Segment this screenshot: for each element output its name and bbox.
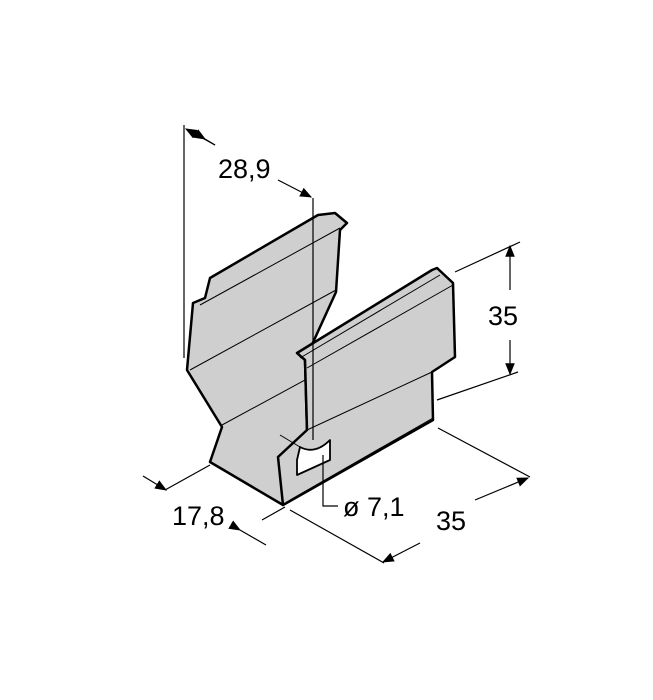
back-wall bbox=[185, 211, 349, 507]
dim-height: 35 bbox=[488, 301, 518, 331]
dim-top-width: 28,9 bbox=[218, 154, 271, 184]
dim-length: 35 bbox=[436, 506, 466, 536]
dim-bottom-width: 17,8 bbox=[172, 501, 225, 531]
dim-hole-diameter: ø 7,1 bbox=[343, 492, 405, 522]
hole bbox=[296, 439, 331, 476]
dimension-lines bbox=[142, 125, 531, 564]
bracket-part bbox=[185, 211, 457, 507]
